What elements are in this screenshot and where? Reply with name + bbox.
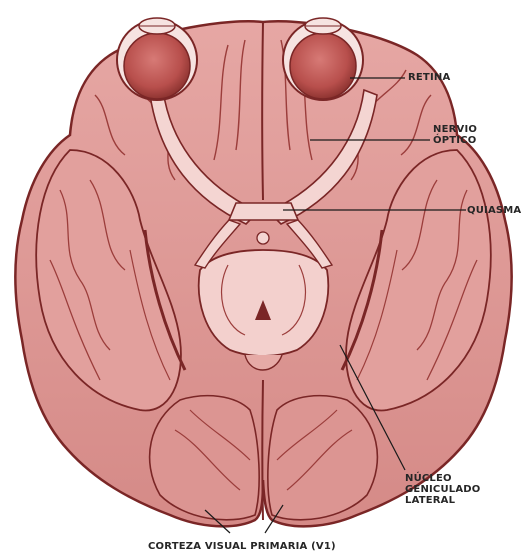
label-geniculado: GENICULADO bbox=[405, 484, 481, 495]
right-eyeball bbox=[283, 18, 363, 100]
left-occipital-lobe bbox=[150, 396, 260, 520]
right-occipital-lobe bbox=[268, 396, 378, 520]
label-nervio-optico: NERVIO ÓPTICO bbox=[433, 124, 477, 146]
label-optico: ÓPTICO bbox=[433, 135, 477, 146]
longitudinal-fissure bbox=[262, 22, 263, 200]
label-corteza-visual-primaria: CORTEZA VISUAL PRIMARIA (V1) bbox=[148, 541, 336, 552]
optic-chiasm bbox=[229, 203, 298, 220]
label-quiasma: QUIASMA bbox=[467, 205, 521, 216]
left-eyeball bbox=[117, 18, 197, 100]
label-nervio: NERVIO bbox=[433, 124, 477, 135]
label-lateral: LATERAL bbox=[405, 495, 481, 506]
label-retina: RETINA bbox=[408, 72, 450, 83]
label-nucleo: NÚCLEO bbox=[405, 473, 481, 484]
label-nucleo-geniculado-lateral: NÚCLEO GENICULADO LATERAL bbox=[405, 473, 481, 506]
